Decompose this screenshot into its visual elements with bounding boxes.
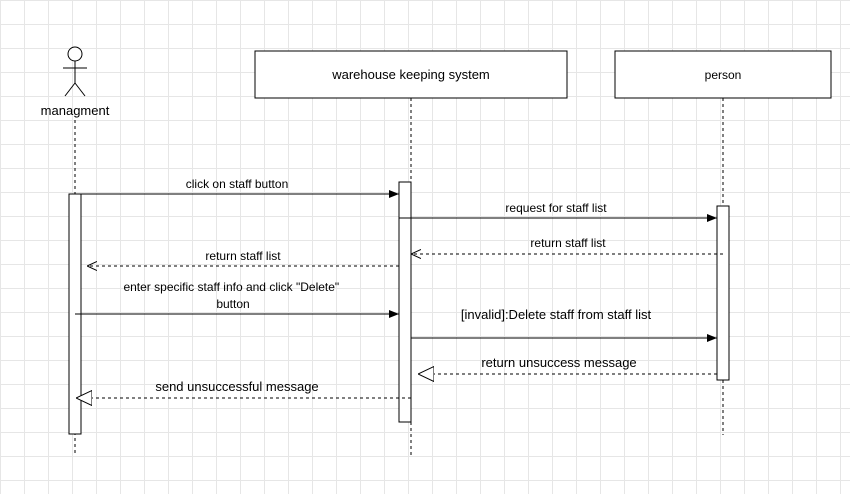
message-label: enter specific staff info and click "Del… [123, 280, 342, 311]
participant-person[interactable]: person [614, 50, 832, 99]
participant-label: warehouse keeping system [331, 67, 490, 82]
participant-box[interactable] [614, 50, 832, 99]
participant-box[interactable] [254, 50, 568, 99]
activation-bar-system [398, 181, 412, 423]
message-label: [invalid]:Delete staff from staff list [461, 307, 652, 322]
message-label: return staff list [205, 249, 281, 263]
message-enter-staff-info-delete: enter specific staff info and click "Del… [75, 280, 399, 318]
message-label: request for staff list [505, 201, 607, 215]
message-label: send unsuccessful message [155, 379, 318, 394]
message-return-unsuccess: return unsuccess message [418, 355, 717, 374]
message-label: return staff list [530, 236, 606, 250]
participant-system[interactable]: warehouse keeping system [254, 50, 568, 99]
message-label: return unsuccess message [481, 355, 636, 370]
message-request-staff-list: request for staff list [399, 201, 717, 222]
message-label: click on staff button [186, 177, 289, 191]
actor-label: managment [41, 103, 110, 118]
message-return-staff-list-to-system: return staff list [411, 236, 723, 254]
message-label-line-2: button [216, 297, 249, 311]
stick-figure-icon [63, 46, 87, 97]
actor-managment: managment [41, 46, 110, 118]
message-invalid-delete-staff: [invalid]:Delete staff from staff list [411, 307, 717, 342]
activation-bar-person [716, 205, 730, 381]
message-return-staff-list-to-managment: return staff list [87, 249, 399, 266]
message-click-staff-button: click on staff button [81, 177, 399, 198]
message-send-unsuccessful: send unsuccessful message [76, 379, 411, 398]
participant-label: person [705, 68, 742, 82]
message-label-line-1: enter specific staff info and click "Del… [123, 280, 339, 294]
